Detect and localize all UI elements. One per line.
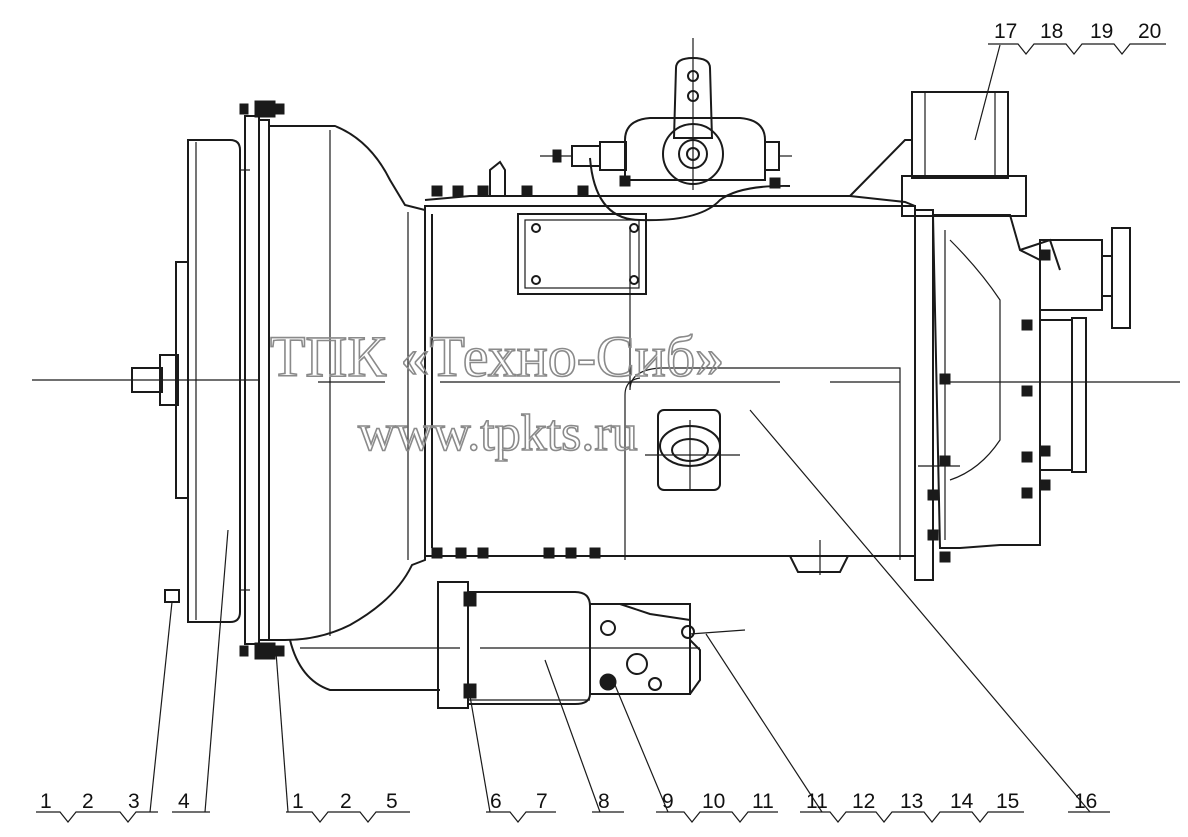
svg-text:4: 4 xyxy=(178,790,190,813)
shift-mechanism xyxy=(540,38,792,222)
svg-text:5: 5 xyxy=(386,790,398,813)
svg-text:16: 16 xyxy=(1074,790,1097,813)
callout-group-bottom-4: 9 10 11 xyxy=(656,790,778,823)
svg-text:18: 18 xyxy=(1040,20,1063,43)
svg-text:12: 12 xyxy=(852,790,875,813)
callout-single-16: 16 xyxy=(1068,790,1110,813)
clutch-housing-flange xyxy=(239,100,285,660)
rear-housing xyxy=(849,91,1131,581)
svg-text:2: 2 xyxy=(82,790,94,813)
svg-text:15: 15 xyxy=(996,790,1019,813)
svg-text:9: 9 xyxy=(662,790,674,813)
svg-text:3: 3 xyxy=(128,790,140,813)
svg-text:13: 13 xyxy=(900,790,923,813)
svg-text:17: 17 xyxy=(994,20,1017,43)
bell-housing xyxy=(269,125,440,691)
centerline xyxy=(32,379,1180,383)
svg-text:2: 2 xyxy=(340,790,352,813)
callout-single-4: 4 xyxy=(172,790,210,813)
callout-group-top: 17 18 19 20 xyxy=(988,20,1166,55)
callout-group-bottom-2: 1 2 5 xyxy=(286,790,410,823)
svg-text:7: 7 xyxy=(536,790,548,813)
svg-text:11: 11 xyxy=(806,790,828,813)
leader-lines xyxy=(149,44,1091,813)
svg-text:11: 11 xyxy=(752,790,774,813)
lower-cylinder xyxy=(300,581,746,709)
svg-text:19: 19 xyxy=(1090,20,1113,43)
svg-text:14: 14 xyxy=(950,790,974,813)
input-flange-cover xyxy=(131,139,250,623)
watermark-url: www.tpkts.ru xyxy=(358,405,638,462)
svg-text:20: 20 xyxy=(1138,20,1161,43)
callout-group-bottom-3: 6 7 xyxy=(486,790,556,823)
callout-single-8: 8 xyxy=(592,790,624,813)
svg-text:1: 1 xyxy=(40,790,52,813)
callout-group-bottom-1: 1 2 3 xyxy=(36,790,158,823)
svg-text:8: 8 xyxy=(598,790,610,813)
svg-text:10: 10 xyxy=(702,790,725,813)
main-gearbox-case xyxy=(424,160,916,575)
watermark-company: ТПК «Техно-Сиб» xyxy=(270,324,724,389)
callout-group-bottom-5: 11 12 13 14 15 xyxy=(800,790,1024,823)
svg-text:6: 6 xyxy=(490,790,502,813)
watermark: ТПК «Техно-Сиб» www.tpkts.ru xyxy=(269,323,725,463)
svg-text:1: 1 xyxy=(292,790,304,813)
